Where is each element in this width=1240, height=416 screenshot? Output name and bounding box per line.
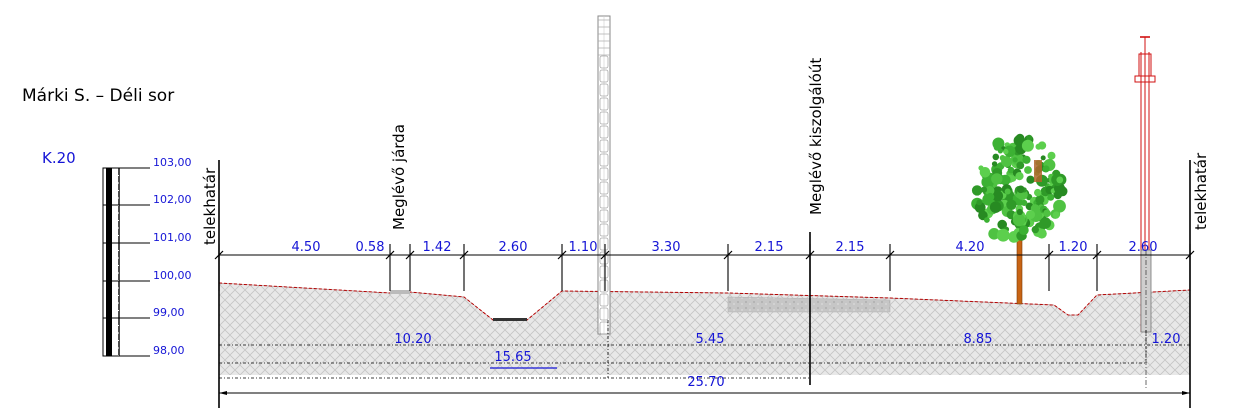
top-dimension-chain: 4.50 0.58 1.42 2.60 1.10 3.30 2.15 2.15 4.20 1.20…	[214, 240, 1195, 291]
ground-body	[219, 283, 1190, 375]
dimension-label-top: 1.10	[569, 240, 598, 255]
dimension-label-bottom: 1.20	[1152, 332, 1181, 347]
property-line-left-label: telekhatár	[201, 167, 219, 245]
dimension-label-bottom: 10.20	[394, 332, 431, 347]
elevation-scale: 103,00 102,00 101,00 100,00 99,00 98,00	[102, 156, 192, 357]
dimension-label-bottom: 8.85	[964, 332, 993, 347]
scale-tick-label: 99,00	[153, 306, 185, 319]
lamp-pole	[597, 15, 611, 335]
dimension-label-top: 4.50	[292, 240, 321, 255]
service-road-label: Meglévő kiszolgálóút	[807, 58, 825, 215]
scale-tick-label: 98,00	[153, 344, 185, 357]
tree-foliage	[971, 133, 1068, 243]
dimension-label-top: 2.15	[836, 240, 865, 255]
dimension-label-top: 0.58	[356, 240, 385, 255]
power-pole	[1134, 36, 1156, 390]
dimension-label-top: 1.20	[1059, 240, 1088, 255]
scale-tick-label: 101,00	[153, 231, 192, 244]
property-line-right-label: telekhatár	[1192, 152, 1210, 230]
dimension-label-top: 1.42	[423, 240, 452, 255]
service-road-surface	[727, 296, 891, 313]
dimension-label-top: 2.15	[755, 240, 784, 255]
scale-tick-label: 102,00	[153, 193, 192, 206]
dimension-label-top: 4.20	[956, 240, 985, 255]
tree-trunk	[1016, 231, 1023, 305]
sidewalk-label: Meglévő járda	[390, 124, 408, 230]
dimension-label-bottom: 5.45	[696, 332, 725, 347]
dimension-label-bottom: 15.65	[494, 350, 531, 365]
section-code: K.20	[42, 149, 76, 167]
dimension-label-top: 2.60	[499, 240, 528, 255]
dimension-label-top: 2.60	[1129, 240, 1158, 255]
dimension-label-top: 3.30	[652, 240, 681, 255]
scale-tick-label: 103,00	[153, 156, 192, 169]
ditch-bottom-left	[493, 318, 527, 321]
sidewalk-surface	[390, 290, 410, 294]
section-title: Márki S. – Déli sor	[22, 86, 174, 106]
dimension-label-total: 25.70	[687, 375, 724, 390]
scale-tick-label: 100,00	[153, 269, 192, 282]
tree	[971, 133, 1068, 305]
bottom-dimension-chain: 10.20 15.65 5.45 8.85 1.20 25.70	[219, 320, 1190, 395]
